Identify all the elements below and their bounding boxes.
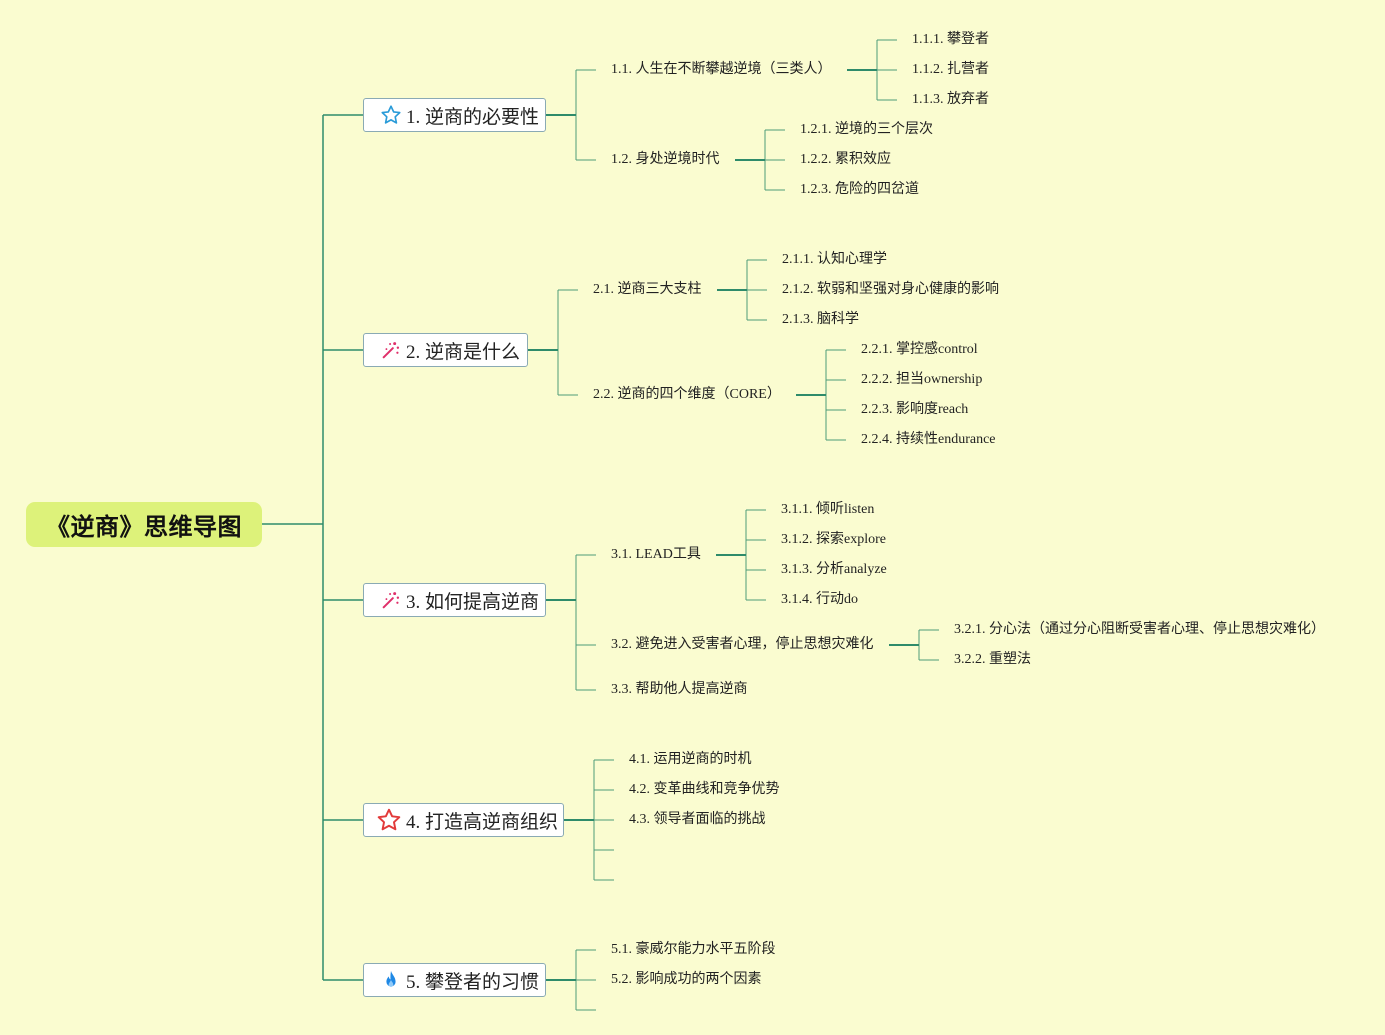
topic-4-1[interactable]: 4.1. 运用逆商的时机	[629, 752, 752, 767]
root-node[interactable]: 《逆商》思维导图	[26, 502, 262, 547]
topic-1-2-3[interactable]: 1.2.3. 危险的四岔道	[800, 182, 919, 197]
topic-3-2[interactable]: 3.2. 避免进入受害者心理，停止思想灾难化	[611, 637, 874, 652]
topic-2-2-3[interactable]: 2.2.3. 影响度reach	[861, 402, 969, 417]
topic-2-1[interactable]: 2.1. 逆商三大支柱	[593, 282, 702, 297]
topic-1-2-2[interactable]: 1.2.2. 累积效应	[800, 152, 891, 167]
branch-4-label: 4. 打造高逆商组织	[406, 811, 559, 833]
topic-4-2[interactable]: 4.2. 变革曲线和竞争优势	[629, 782, 780, 797]
topic-2-2[interactable]: 2.2. 逆商的四个维度（CORE）	[593, 387, 781, 402]
branch-2-label: 2. 逆商是什么	[406, 341, 521, 363]
topic-3-1[interactable]: 3.1. LEAD工具	[611, 547, 701, 562]
topic-1-1[interactable]: 1.1. 人生在不断攀越逆境（三类人）	[611, 62, 832, 77]
topic-3-2-1[interactable]: 3.2.1. 分心法（通过分心阻断受害者心理、停止思想灾难化）	[954, 622, 1325, 637]
topic-4-3[interactable]: 4.3. 领导者面临的挑战	[629, 812, 766, 827]
topic-3-3[interactable]: 3.3. 帮助他人提高逆商	[611, 682, 748, 697]
topic-1-1-3[interactable]: 1.1.3. 放弃者	[912, 92, 989, 107]
topic-3-1-3[interactable]: 3.1.3. 分析analyze	[781, 562, 887, 577]
branch-2-node[interactable]: 2. 逆商是什么	[363, 333, 528, 367]
topic-1-1-1[interactable]: 1.1.1. 攀登者	[912, 32, 989, 47]
topic-1-1-2[interactable]: 1.1.2. 扎营者	[912, 62, 989, 77]
topic-2-1-3[interactable]: 2.1.3. 脑科学	[782, 312, 859, 327]
topic-1-2-1[interactable]: 1.2.1. 逆境的三个层次	[800, 122, 933, 137]
branch-1-node[interactable]: 1. 逆商的必要性	[363, 98, 546, 132]
topic-2-2-1[interactable]: 2.2.1. 掌控感control	[861, 342, 978, 357]
star-outline-red-icon	[376, 807, 402, 833]
branch-5-node[interactable]: 5. 攀登者的习惯	[363, 963, 546, 997]
topic-2-1-2[interactable]: 2.1.2. 软弱和坚强对身心健康的影响	[782, 282, 999, 297]
flame-icon	[380, 969, 402, 991]
star-outline-icon	[380, 104, 402, 126]
topic-5-1[interactable]: 5.1. 豪威尔能力水平五阶段	[611, 942, 776, 957]
magic-wand-icon	[380, 589, 402, 611]
branch-5-label: 5. 攀登者的习惯	[406, 971, 540, 993]
branch-1-label: 1. 逆商的必要性	[406, 106, 540, 128]
topic-2-2-2[interactable]: 2.2.2. 担当ownership	[861, 372, 983, 387]
topic-2-2-4[interactable]: 2.2.4. 持续性endurance	[861, 432, 996, 447]
topic-5-2[interactable]: 5.2. 影响成功的两个因素	[611, 972, 762, 987]
topic-3-1-1[interactable]: 3.1.1. 倾听listen	[781, 502, 875, 517]
topic-3-1-2[interactable]: 3.1.2. 探索explore	[781, 532, 886, 547]
topic-3-2-2[interactable]: 3.2.2. 重塑法	[954, 652, 1031, 667]
topic-1-2[interactable]: 1.2. 身处逆境时代	[611, 152, 720, 167]
topic-2-1-1[interactable]: 2.1.1. 认知心理学	[782, 252, 887, 267]
topic-3-1-4[interactable]: 3.1.4. 行动do	[781, 592, 858, 607]
magic-wand-icon	[380, 339, 402, 361]
branch-3-label: 3. 如何提高逆商	[406, 591, 540, 613]
branch-3-node[interactable]: 3. 如何提高逆商	[363, 583, 546, 617]
root-label: 《逆商》思维导图	[46, 513, 242, 541]
branch-4-node[interactable]: 4. 打造高逆商组织	[363, 803, 564, 837]
